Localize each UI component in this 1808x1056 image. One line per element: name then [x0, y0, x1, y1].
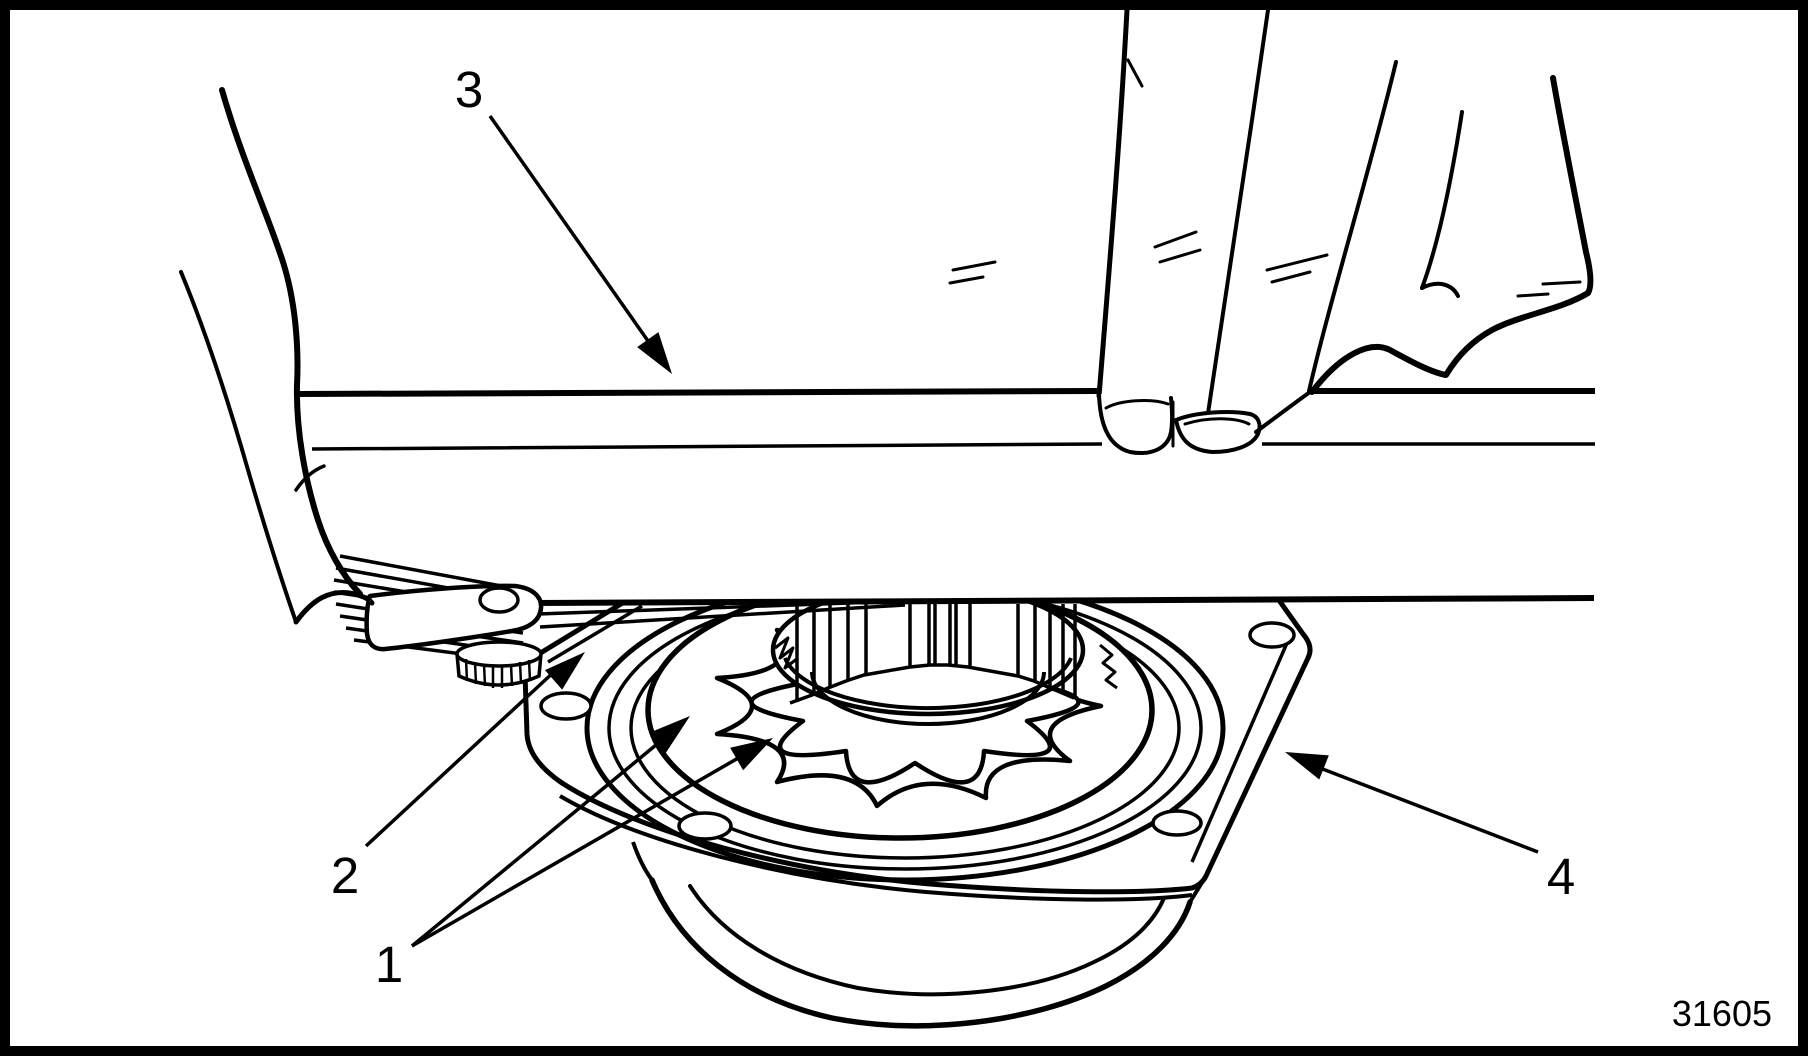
oil-pump-assembly	[522, 601, 1313, 1029]
left-hand-outer-edge	[179, 270, 298, 624]
callout-3-arrowhead	[637, 332, 672, 374]
right-ring-finger-line	[1420, 110, 1464, 290]
left-hand	[179, 87, 375, 625]
flange-edge-chamfer-right	[1190, 635, 1292, 863]
bolt-hole-top-right	[1248, 621, 1296, 649]
straightedge-bottom-edge	[535, 595, 1595, 606]
shaft-bore-arc-inner	[810, 671, 1046, 726]
housing-bore-ring-mid	[607, 601, 1203, 871]
callout-1: 1	[375, 716, 773, 993]
callout-4: 4	[1285, 752, 1575, 905]
bolt-hole-bottom-right	[1151, 809, 1203, 837]
bolt-hole-top-left	[539, 691, 593, 721]
right-hand-pinky-outline	[1309, 75, 1594, 395]
fingertip-middle-nail	[1183, 417, 1251, 426]
housing-bore-ring-outer	[584, 601, 1226, 883]
callout-4-leader-line	[1319, 766, 1539, 854]
right-hand	[948, 7, 1594, 455]
spline-teeth	[774, 602, 1118, 705]
callout-2: 2	[331, 652, 585, 904]
right-index-edge-fork	[1126, 58, 1144, 88]
left-thumb-tip-underside	[293, 590, 375, 625]
fingertip-index-nail	[1104, 399, 1170, 410]
lock-nut-top	[455, 640, 543, 668]
feeler-gauge-lock-nut	[455, 640, 543, 688]
crease-line	[1516, 292, 1550, 298]
straightedge-front-top-edge	[311, 442, 1595, 451]
flange-thickness-line	[558, 794, 1193, 902]
callout-3-label: 3	[455, 61, 483, 118]
pump-hub-inner	[688, 884, 1166, 997]
lock-nut-knurling	[464, 658, 532, 688]
blade-line	[339, 554, 513, 590]
right-finger-boundary-2	[1307, 60, 1398, 393]
pump-hub-outer	[649, 877, 1193, 1029]
bolt-hole-bottom-left	[677, 811, 733, 841]
callouts: 3 2 1 4	[331, 61, 1575, 993]
spline-zigzag-right	[1099, 643, 1118, 690]
right-finger-fold-notch	[1420, 281, 1460, 298]
flange-edge-chamfer-left	[547, 604, 643, 664]
left-thumb-crease	[294, 464, 326, 492]
straightedge	[297, 388, 1595, 606]
spline-zigzag-left	[774, 636, 799, 670]
callout-2-label: 2	[331, 847, 359, 904]
callout-1-arrowhead-a	[649, 716, 690, 753]
callout-4-label: 4	[1547, 848, 1575, 905]
fingertip-to-hand-line	[1254, 390, 1312, 434]
housing-bore-ring-inner	[629, 601, 1181, 860]
crease-line	[1270, 270, 1312, 284]
pump-hub-left-edge	[631, 841, 654, 882]
callout-3-leader-line	[488, 114, 662, 360]
feeler-blade-bottom-edge	[539, 603, 906, 629]
straightedge-top-edge	[297, 388, 1595, 397]
crease-line	[1158, 248, 1202, 264]
callout-1-leader-line-a	[410, 738, 664, 948]
callout-1-leader-line-b	[411, 755, 741, 948]
feeler-gauge	[333, 554, 544, 688]
callout-2-leader-line	[364, 668, 558, 848]
callout-1-arrowhead-b	[730, 738, 773, 771]
right-index-left-edge	[1096, 7, 1130, 399]
callout-3: 3	[455, 61, 672, 374]
crease-line	[1265, 253, 1329, 272]
crease-line	[1153, 230, 1198, 249]
knuckle-creases	[948, 230, 1582, 298]
right-finger-boundary-1	[1205, 8, 1270, 422]
figure-number: 31605	[1672, 993, 1772, 1034]
callout-2-arrowhead	[544, 652, 585, 690]
callout-1-label: 1	[375, 936, 403, 993]
pump-hub-right-edge	[1188, 874, 1208, 904]
crease-line	[948, 275, 985, 285]
shaft-bore-arc-outer	[783, 657, 1073, 711]
crease-line	[951, 260, 997, 272]
feeler-gauge-pivot-rivet	[478, 586, 520, 614]
crease-line	[1541, 280, 1582, 286]
callout-4-arrowhead	[1285, 752, 1329, 780]
left-thumb-outline	[219, 87, 363, 597]
